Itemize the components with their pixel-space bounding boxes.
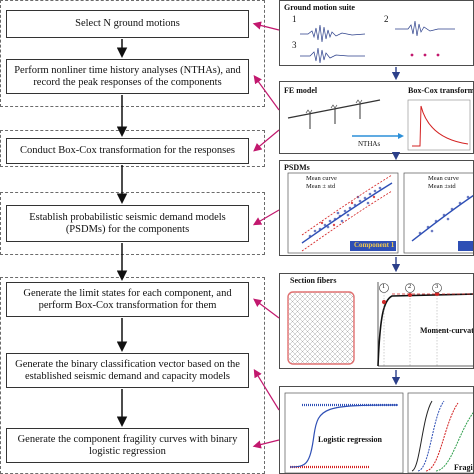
record-label-3: 3 bbox=[292, 40, 297, 50]
step-limit-states: Generate the limit states for each compo… bbox=[6, 282, 249, 317]
psdm-scatter-1-red bbox=[320, 195, 376, 227]
fe-model-panel: FE model Box-Cox transform NTHAs bbox=[279, 81, 474, 154]
more-records-dot-3 bbox=[436, 53, 440, 57]
psdm-std-lower-1 bbox=[301, 190, 393, 252]
bridge-deck bbox=[287, 99, 381, 119]
fragility-plot bbox=[407, 392, 473, 473]
psdm-legend-std-2: Mean ±std bbox=[428, 183, 456, 190]
box-cox-plot-frame bbox=[407, 99, 471, 151]
record-1-trace bbox=[300, 24, 366, 43]
component-2-badge bbox=[458, 241, 473, 251]
more-records-dot-2 bbox=[423, 53, 427, 57]
psdm-mean-curve-2 bbox=[411, 194, 473, 242]
logistic-regression-label: Logistic regression bbox=[318, 435, 382, 444]
fe-model-title: FE model bbox=[284, 86, 318, 95]
psdm-legend-mean-1: Mean curve bbox=[306, 175, 337, 182]
psdm-legend-mean-2: Mean curve bbox=[428, 175, 459, 182]
psdm-std-upper-1 bbox=[301, 174, 393, 236]
fragility-curve-2 bbox=[417, 400, 445, 472]
limit-state-3 bbox=[435, 292, 439, 296]
step-select-ground-motions: Select N ground motions bbox=[6, 10, 249, 38]
ground-motion-title: Ground motion suite bbox=[284, 3, 355, 12]
moment-curvature-curve bbox=[377, 293, 473, 367]
psdm-title: PSDMs bbox=[284, 163, 310, 172]
record-2-trace bbox=[395, 20, 455, 37]
more-records-dot-1 bbox=[410, 53, 414, 57]
ground-motion-records bbox=[300, 20, 455, 64]
psdm-legend-std-1: Mean ± std bbox=[306, 183, 336, 190]
fragility-curve-4 bbox=[435, 412, 473, 472]
marker-label-3: 3 bbox=[435, 283, 439, 290]
section-fibers-title: Section fibers bbox=[290, 276, 337, 285]
fragility-panel: Logistic regression Fragi bbox=[279, 386, 474, 474]
psdm-plot-2 bbox=[403, 172, 473, 254]
section-mesh bbox=[287, 291, 355, 365]
nthas-label: NTHAs bbox=[358, 140, 381, 148]
section-fibers-panel: Section fibers 1 2 3 Moment-curvatur bbox=[279, 273, 474, 369]
psdm-plots bbox=[287, 172, 473, 254]
bearing-springs bbox=[305, 99, 363, 114]
psdm-panel: PSDMs Mean curve Mean ± std Mean curve bbox=[279, 160, 474, 256]
step-binary-vector: Generate the binary classification vecto… bbox=[6, 353, 249, 388]
fiber-section bbox=[287, 282, 473, 367]
moment-curvature-label: Moment-curvatur bbox=[420, 326, 474, 335]
component-1-label: Component 1 bbox=[354, 241, 395, 249]
fragility-plots bbox=[284, 392, 473, 473]
psdm-mean-curve-1 bbox=[301, 182, 393, 244]
step-box-cox: Conduct Box-Cox transformation for the r… bbox=[6, 138, 249, 164]
marker-label-2: 2 bbox=[408, 283, 412, 290]
ground-motion-panel: Ground motion suite 1 2 3 bbox=[279, 0, 474, 66]
marker-label-1: 1 bbox=[382, 283, 386, 290]
nthas-arrowhead bbox=[398, 133, 404, 139]
step-fragility-curves: Generate the component fragility curves … bbox=[6, 428, 249, 463]
group-box-1 bbox=[0, 0, 265, 107]
component-1-badge bbox=[350, 241, 396, 251]
box-cox-curve bbox=[412, 105, 469, 147]
box-cox-title: Box-Cox transform bbox=[408, 86, 474, 95]
fragility-curve-3 bbox=[425, 402, 459, 472]
logistic-curve bbox=[289, 404, 399, 468]
step-nthas: Perform nonliner time history analyses (… bbox=[6, 59, 249, 94]
record-label-2: 2 bbox=[384, 14, 389, 24]
fragility-label: Fragi bbox=[454, 463, 473, 472]
record-label-1: 1 bbox=[292, 14, 297, 24]
record-3-trace bbox=[300, 47, 365, 64]
fe-model-sketch bbox=[287, 99, 471, 151]
step-psdms: Establish probabilistic seismic demand m… bbox=[6, 205, 249, 242]
fragility-curve-1 bbox=[411, 400, 433, 472]
